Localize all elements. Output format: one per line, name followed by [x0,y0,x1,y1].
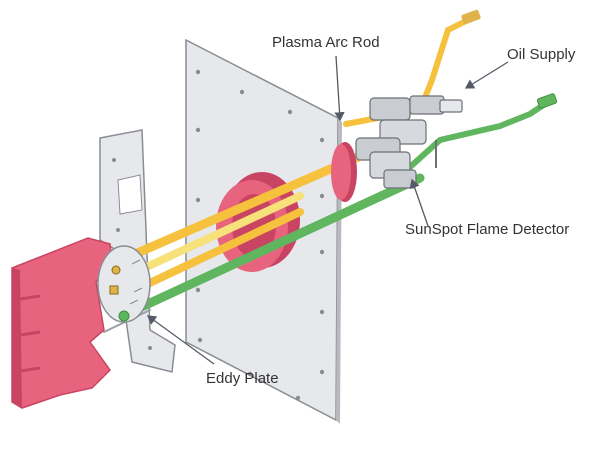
callout-lines [146,55,509,365]
eddy-plate-callout [146,315,215,365]
valve-fittings [355,95,463,189]
gas-line [397,93,558,179]
flame-housing [11,237,113,409]
oil-supply-label: Oil Supply [507,46,576,63]
rear-collar [331,142,357,202]
sunspot-flame-detector-label: SunSpot Flame Detector [405,221,570,238]
plasma-arc-rod-label: Plasma Arc Rod [272,34,380,51]
sunspot-callout [409,178,429,227]
eddy-plate-label: Eddy Plate [206,370,279,387]
oil-supply-callout [464,61,509,89]
plasma-arc-rod-callout [334,55,345,122]
plate-bolt-holes [195,69,325,401]
eddy-plate-disc [97,245,151,323]
